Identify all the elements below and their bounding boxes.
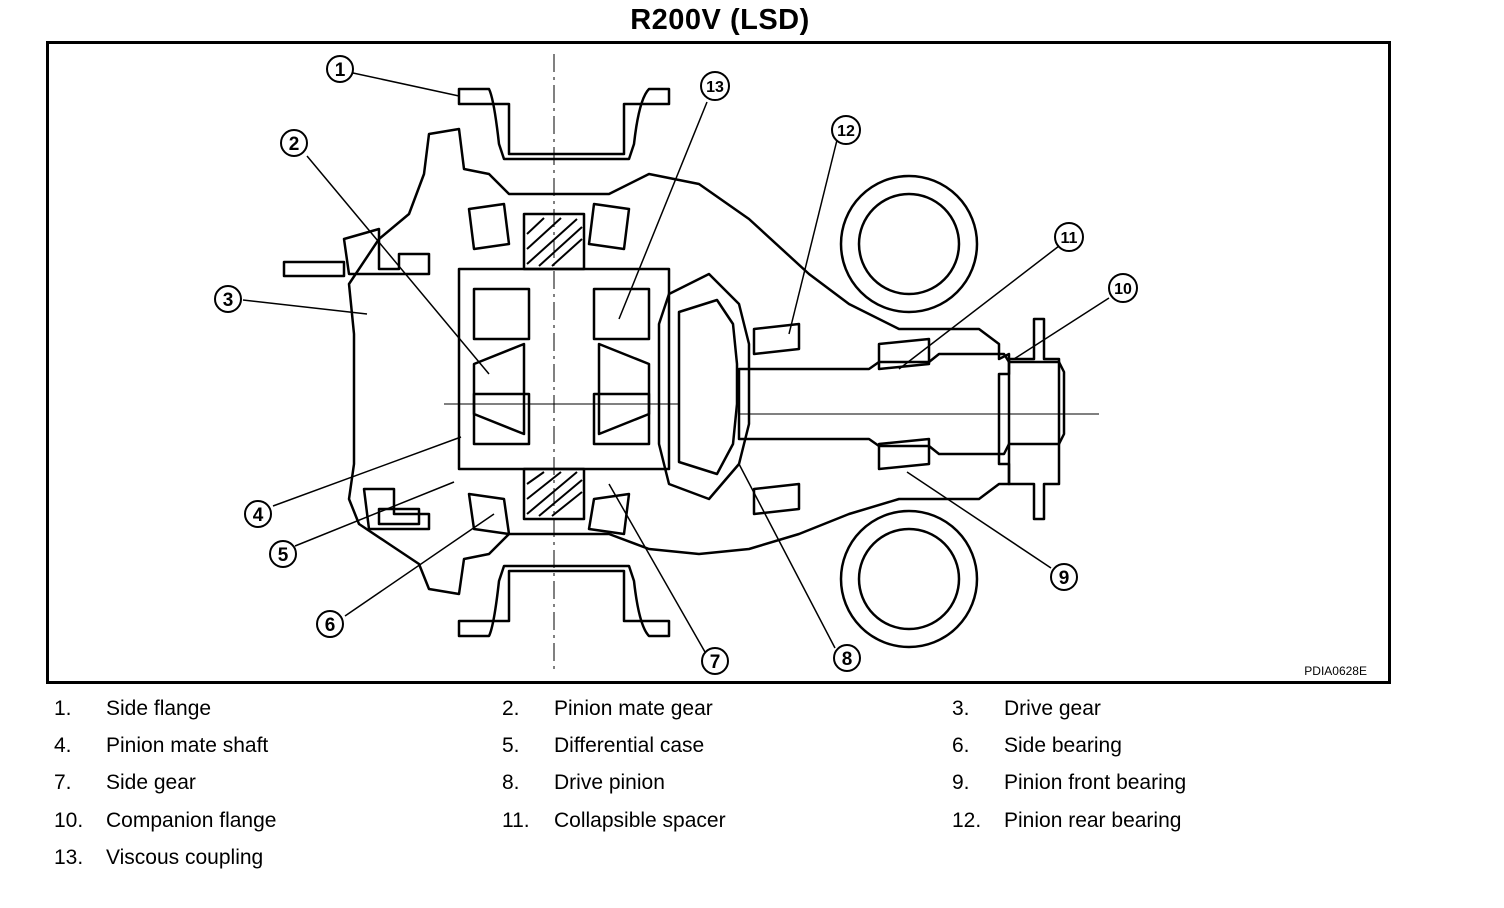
svg-text:9: 9 bbox=[1059, 568, 1070, 589]
callout-6: 6 bbox=[316, 610, 344, 638]
callout-1: 1 bbox=[326, 55, 354, 83]
svg-text:4: 4 bbox=[253, 505, 264, 526]
center-lines bbox=[444, 54, 1099, 674]
callout-10: 10 bbox=[1108, 273, 1138, 303]
diagram-title: R200V (LSD) bbox=[630, 4, 810, 36]
callout-13: 13 bbox=[700, 71, 730, 101]
svg-text:12: 12 bbox=[837, 123, 855, 140]
svg-text:13: 13 bbox=[706, 79, 724, 96]
leader-lines bbox=[242, 72, 1110, 653]
differential-cross-section: 1 2 3 4 5 6 7 8 9 10 11 12 13 bbox=[214, 54, 1138, 675]
callout-4: 4 bbox=[244, 500, 272, 528]
svg-text:10: 10 bbox=[1114, 281, 1132, 298]
svg-text:2: 2 bbox=[289, 134, 300, 155]
svg-text:5: 5 bbox=[278, 545, 289, 566]
diagram-frame: 1 2 3 4 5 6 7 8 9 10 11 12 13 PDIA0628E bbox=[46, 41, 1391, 684]
callout-7: 7 bbox=[701, 647, 729, 675]
svg-text:7: 7 bbox=[710, 652, 721, 673]
callout-5: 5 bbox=[269, 540, 297, 568]
svg-text:8: 8 bbox=[842, 649, 853, 670]
callout-8: 8 bbox=[833, 644, 861, 672]
callout-9: 9 bbox=[1050, 563, 1078, 591]
svg-text:6: 6 bbox=[325, 615, 336, 636]
callout-2: 2 bbox=[280, 129, 308, 157]
callout-12: 12 bbox=[831, 115, 861, 145]
callout-11: 11 bbox=[1054, 222, 1084, 252]
housing-outline bbox=[282, 87, 1066, 649]
callout-3: 3 bbox=[214, 285, 242, 313]
svg-text:1: 1 bbox=[335, 60, 346, 81]
gear-hatching bbox=[526, 217, 583, 517]
svg-text:11: 11 bbox=[1061, 230, 1078, 247]
figure-code: PDIA0628E bbox=[1304, 664, 1367, 678]
svg-text:3: 3 bbox=[223, 290, 234, 311]
